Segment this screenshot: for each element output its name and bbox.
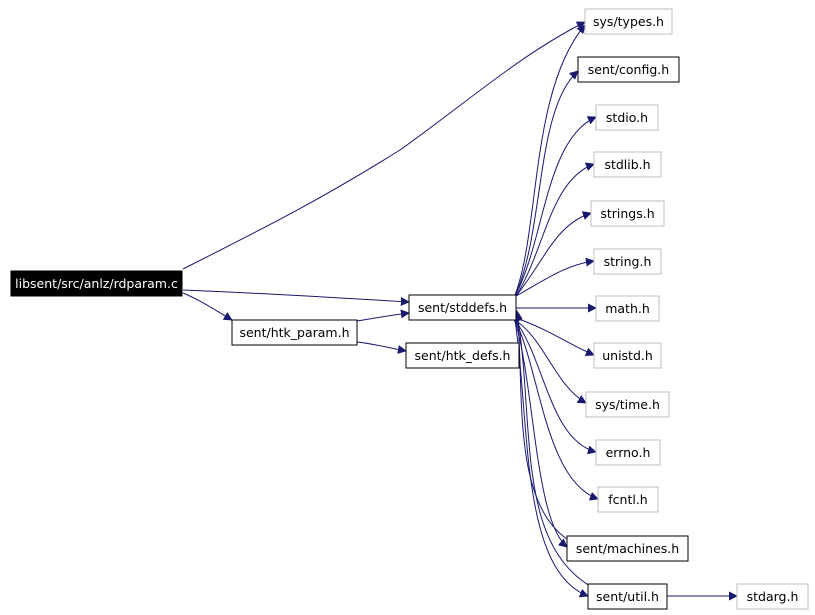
node-sent-machines-h[interactable]: sent/machines.h [566,535,689,562]
edge-stddefs-to-sys-time [514,319,587,404]
node-label-errno-h: errno.h [606,445,651,460]
edge-machines-to-stddefs [513,310,568,540]
node-unistd-h[interactable]: unistd.h [593,342,662,369]
node-fcntl-h[interactable]: fcntl.h [597,486,659,513]
edge-stddefs-to-config [514,70,579,297]
edge-rdparam-to-htk-param [182,292,233,321]
edge-stddefs-to-machines [514,319,568,548]
dependency-edges [182,21,738,601]
edge-stddefs-to-unistd [515,317,595,357]
edge-rdparam-to-stddefs [182,289,410,307]
node-sent-config-h[interactable]: sent/config.h [577,56,680,83]
node-label-stdarg-h: stdarg.h [747,589,799,604]
node-sent-util-h[interactable]: sent/util.h [587,583,668,610]
node-label-unistd-h: unistd.h [602,348,653,363]
node-label-rdparam-c: libsent/src/anlz/rdparam.c [15,276,178,291]
node-strings-h[interactable]: strings.h [590,200,665,227]
node-label-sent-stddefs-h: sent/stddefs.h [418,300,507,315]
node-label-sent-htk-param-h: sent/htk_param.h [239,325,349,340]
node-label-strings-h: strings.h [600,206,654,221]
node-label-sent-htk-defs-h: sent/htk_defs.h [415,348,511,363]
node-label-stdlib-h: stdlib.h [604,157,650,172]
edge-stddefs-to-errno [514,319,597,455]
node-label-sent-util-h: sent/util.h [596,589,659,604]
edge-htk-param-to-stddefs [356,309,410,322]
node-stdio-h[interactable]: stdio.h [595,104,659,131]
node-label-math-h: math.h [605,301,650,316]
edge-stddefs-to-string [515,257,595,297]
node-label-stdio-h: stdio.h [606,110,648,125]
edge-htk-param-to-htk-defs [356,341,407,354]
node-label-sys-time-h: sys/time.h [595,397,660,412]
node-label-sent-config-h: sent/config.h [588,62,669,77]
node-errno-h[interactable]: errno.h [595,439,661,466]
node-label-fcntl-h: fcntl.h [608,492,647,507]
edge-stddefs-to-stdio [514,116,597,297]
node-label-string-h: string.h [604,254,652,269]
edge-stddefs-to-stdlib [515,162,595,297]
edge-stddefs-to-fcntl [514,319,599,501]
node-sys-types-h[interactable]: sys/types.h [584,8,673,35]
node-math-h[interactable]: math.h [595,295,660,322]
node-sys-time-h[interactable]: sys/time.h [585,391,670,418]
dependency-nodes: libsent/src/anlz/rdparam.c sys/types.h s… [10,8,809,610]
node-stdlib-h[interactable]: stdlib.h [593,151,662,178]
edge-util-to-stddefs [513,312,591,587]
node-string-h[interactable]: string.h [593,248,662,275]
node-sent-stddefs-h[interactable]: sent/stddefs.h [408,294,517,321]
node-sent-htk-param-h[interactable]: sent/htk_param.h [231,319,358,346]
node-stdarg-h[interactable]: stdarg.h [736,583,809,610]
node-rdparam-c[interactable]: libsent/src/anlz/rdparam.c [10,270,183,297]
node-label-sys-types-h: sys/types.h [593,14,664,29]
node-label-sent-machines-h: sent/machines.h [576,541,679,556]
edge-rdparam-to-sys-types [182,21,586,270]
edge-stddefs-to-strings [515,211,592,297]
node-sent-htk-defs-h[interactable]: sent/htk_defs.h [405,342,520,369]
edge-stddefs-to-sys-types [514,24,586,296]
